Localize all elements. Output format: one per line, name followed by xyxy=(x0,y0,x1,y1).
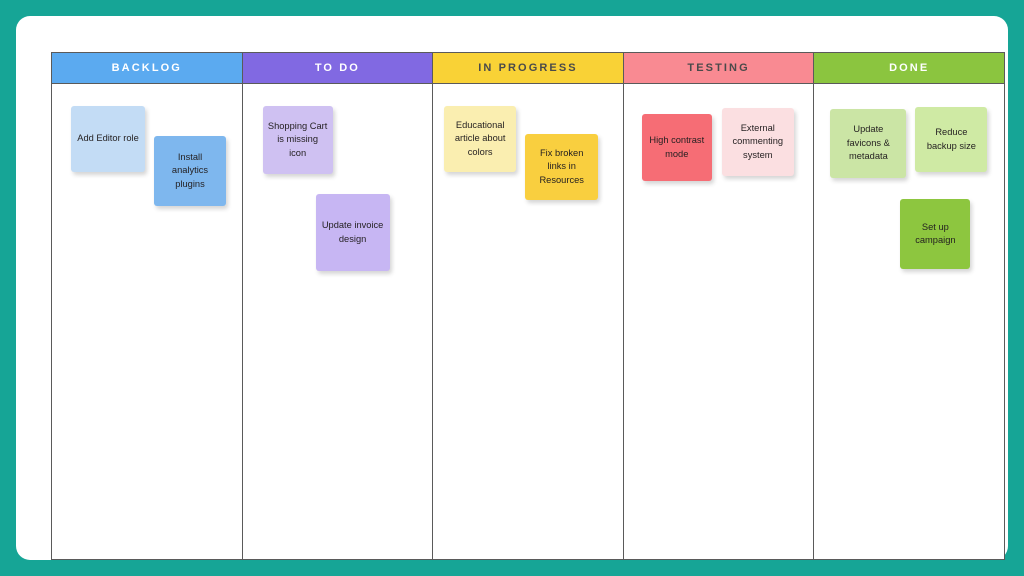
sticky-note[interactable]: Reduce backup size xyxy=(915,107,988,172)
sticky-note-text: Update invoice design xyxy=(321,220,384,244)
sticky-note-text: Set up campaign xyxy=(915,221,956,245)
kanban-column-done[interactable]: DONE Update favicons & metadata Reduce bac… xyxy=(814,53,1004,559)
sticky-note[interactable]: Shopping Cart is missing icon xyxy=(262,106,333,174)
sticky-note[interactable]: High contrast mode xyxy=(641,114,712,181)
sticky-note-text: Install analytics plugins xyxy=(171,151,209,189)
sticky-note-text: Reduce backup size xyxy=(926,127,976,151)
sticky-note[interactable]: Add Editor role xyxy=(71,106,145,172)
column-header-todo: TO DO xyxy=(242,53,433,84)
sticky-note[interactable]: Update invoice design xyxy=(315,194,390,271)
sticky-note-text: Add Editor role xyxy=(77,133,139,144)
sticky-note-text: Update favicons & metadata xyxy=(846,124,890,162)
column-body-testing[interactable]: High contrast mode External commenting sy… xyxy=(624,84,814,559)
sticky-note[interactable]: Set up campaign xyxy=(900,199,971,269)
sticky-note-text: High contrast mode xyxy=(649,135,705,159)
sticky-note-text: Educational article about colors xyxy=(454,119,506,157)
sticky-note[interactable]: Educational article about colors xyxy=(444,106,517,172)
sticky-note[interactable]: Fix broken links in Resources xyxy=(525,134,599,200)
sticky-note-text: External commenting system xyxy=(732,122,784,160)
column-header-backlog: BACKLOG xyxy=(52,53,242,84)
column-header-testing: TESTING xyxy=(623,53,814,84)
column-body-done[interactable]: Update favicons & metadata Reduce backup … xyxy=(814,84,1004,559)
sticky-note[interactable]: Install analytics plugins xyxy=(154,136,226,206)
column-header-in-progress: IN PROGRESS xyxy=(433,53,623,84)
column-header-done: DONE xyxy=(814,53,1004,84)
sticky-note[interactable]: External commenting system xyxy=(721,108,794,176)
sticky-note-text: Fix broken links in Resources xyxy=(539,147,584,185)
kanban-column-testing[interactable]: TESTING High contrast mode External commen… xyxy=(623,53,815,559)
sticky-note-text: Shopping Cart is missing icon xyxy=(267,120,328,158)
sticky-note[interactable]: Update favicons & metadata xyxy=(830,109,907,178)
